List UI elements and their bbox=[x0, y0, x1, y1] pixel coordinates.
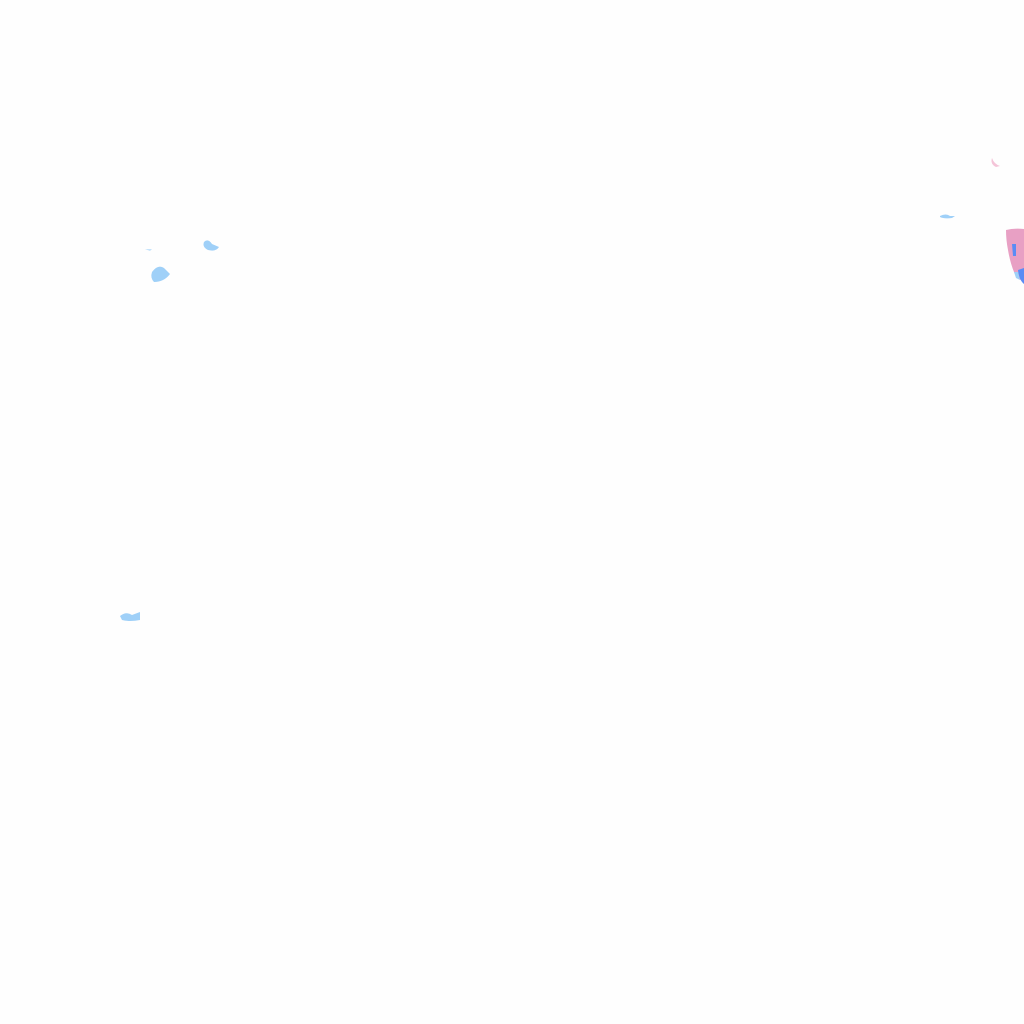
precip-cell bbox=[991, 158, 1000, 167]
precip-cells-mixed bbox=[991, 158, 1024, 284]
precip-cell bbox=[940, 214, 955, 219]
precip-cell bbox=[120, 612, 140, 621]
precip-cell bbox=[203, 240, 219, 251]
precip-cell bbox=[151, 266, 170, 282]
precip-cells-light bbox=[120, 214, 955, 621]
precip-cell bbox=[1012, 244, 1016, 256]
precip-cell bbox=[1018, 268, 1024, 284]
precip-cell bbox=[1014, 272, 1020, 280]
precip-cell bbox=[145, 249, 152, 251]
